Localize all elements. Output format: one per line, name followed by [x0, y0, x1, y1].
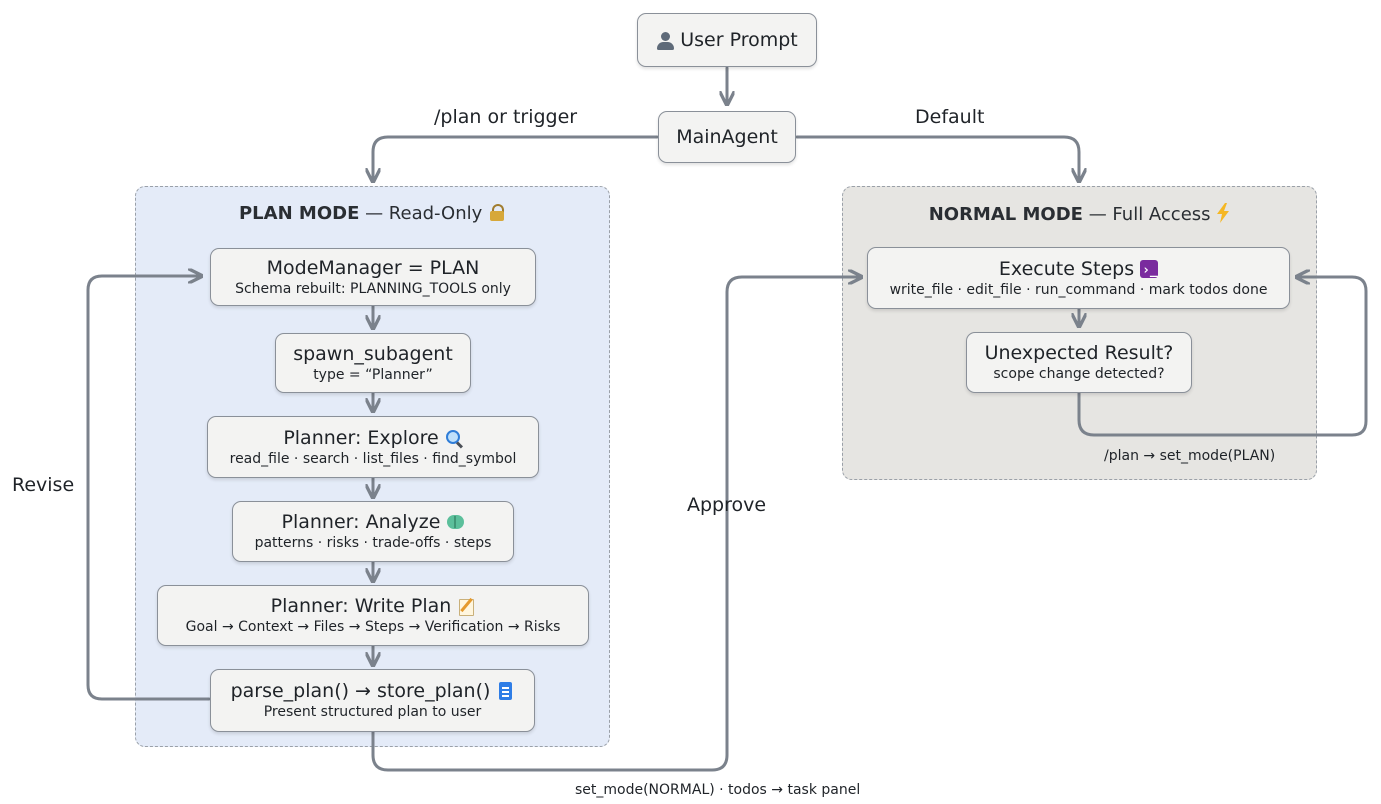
execute-steps-title: Execute Steps: [998, 257, 1135, 280]
parse-plan-subtitle: Present structured plan to user: [263, 704, 482, 720]
user-prompt-node: User Prompt: [637, 13, 817, 67]
planner-analyze-node: Planner: Analyze patterns · risks · trad…: [232, 501, 514, 562]
parse-plan-node: parse_plan() → store_plan() Present stru…: [210, 669, 535, 732]
planner-write-title: Planner: Write Plan: [270, 595, 452, 617]
spawn-subagent-node: spawn_subagent type = “Planner”: [275, 333, 471, 393]
edge-label-revise: Revise: [12, 474, 75, 496]
edge-main-to-plan: [373, 135, 659, 180]
planner-write-node: Planner: Write Plan Goal → Context → Fil…: [157, 585, 589, 646]
edge-label-set-mode-plan: /plan → set_mode(PLAN): [1104, 448, 1276, 464]
planner-analyze-subtitle: patterns · risks · trade-offs · steps: [254, 535, 492, 551]
edge-scope-loop: [1077, 277, 1368, 437]
planner-write-subtitle: Goal → Context → Files → Steps → Verific…: [185, 619, 561, 635]
edge-revise-loop: [86, 276, 211, 701]
unexpected-result-node: Unexpected Result? scope change detected…: [966, 332, 1192, 393]
spawn-subagent-subtitle: type = “Planner”: [313, 366, 433, 383]
plan-mode-desc: — Read-Only: [359, 203, 483, 224]
terminal-icon: [1140, 259, 1159, 283]
planner-explore-subtitle: read_file · search · list_files · find_s…: [229, 450, 517, 467]
plan-mode-title: PLAN MODE — Read-Only: [136, 203, 609, 224]
main-agent-node: MainAgent: [658, 111, 796, 163]
edge-label-plan-trigger: /plan or trigger: [434, 106, 578, 128]
planner-explore-title: Planner: Explore: [283, 426, 439, 449]
search-icon: [445, 429, 463, 447]
planner-explore-node: Planner: Explore read_file · search · li…: [207, 416, 539, 478]
edge-main-to-normal: [795, 135, 1079, 180]
normal-mode-desc: — Full Access: [1082, 204, 1211, 225]
memo-icon: [457, 597, 475, 616]
execute-steps-node: Execute Steps write_file · edit_file · r…: [867, 247, 1290, 309]
mode-manager-subtitle: Schema rebuilt: PLANNING_TOOLS only: [235, 280, 511, 297]
edge-label-approve: Approve: [687, 494, 767, 516]
planner-analyze-title: Planner: Analyze: [281, 511, 441, 533]
parse-plan-title: parse_plan() → store_plan(): [230, 680, 491, 702]
mode-manager-title: ModeManager = PLAN: [266, 256, 480, 279]
normal-mode-title: NORMAL MODE — Full Access: [843, 203, 1316, 225]
execute-steps-subtitle: write_file · edit_file · run_command · m…: [889, 281, 1268, 298]
mode-manager-node: ModeManager = PLAN Schema rebuilt: PLANN…: [210, 248, 536, 306]
edge-label-default: Default: [915, 106, 985, 128]
unexpected-result-subtitle: scope change detected?: [993, 366, 1165, 382]
edge-approve: [371, 277, 860, 772]
unexpected-result-title: Unexpected Result?: [984, 342, 1174, 364]
lightning-icon: [1216, 203, 1230, 223]
document-icon: [496, 682, 514, 700]
main-agent-title: MainAgent: [676, 126, 778, 148]
normal-mode-name: NORMAL MODE: [928, 204, 1083, 225]
user-icon: [656, 31, 675, 50]
brain-icon: [446, 513, 465, 531]
edge-label-set-mode-normal: set_mode(NORMAL) · todos → task panel: [575, 782, 861, 798]
normal-mode-region: NORMAL MODE — Full Access: [842, 186, 1317, 480]
lock-icon: [488, 203, 506, 221]
plan-mode-name: PLAN MODE: [238, 203, 360, 224]
user-prompt-title: User Prompt: [680, 29, 798, 51]
spawn-subagent-title: spawn_subagent: [293, 342, 453, 365]
